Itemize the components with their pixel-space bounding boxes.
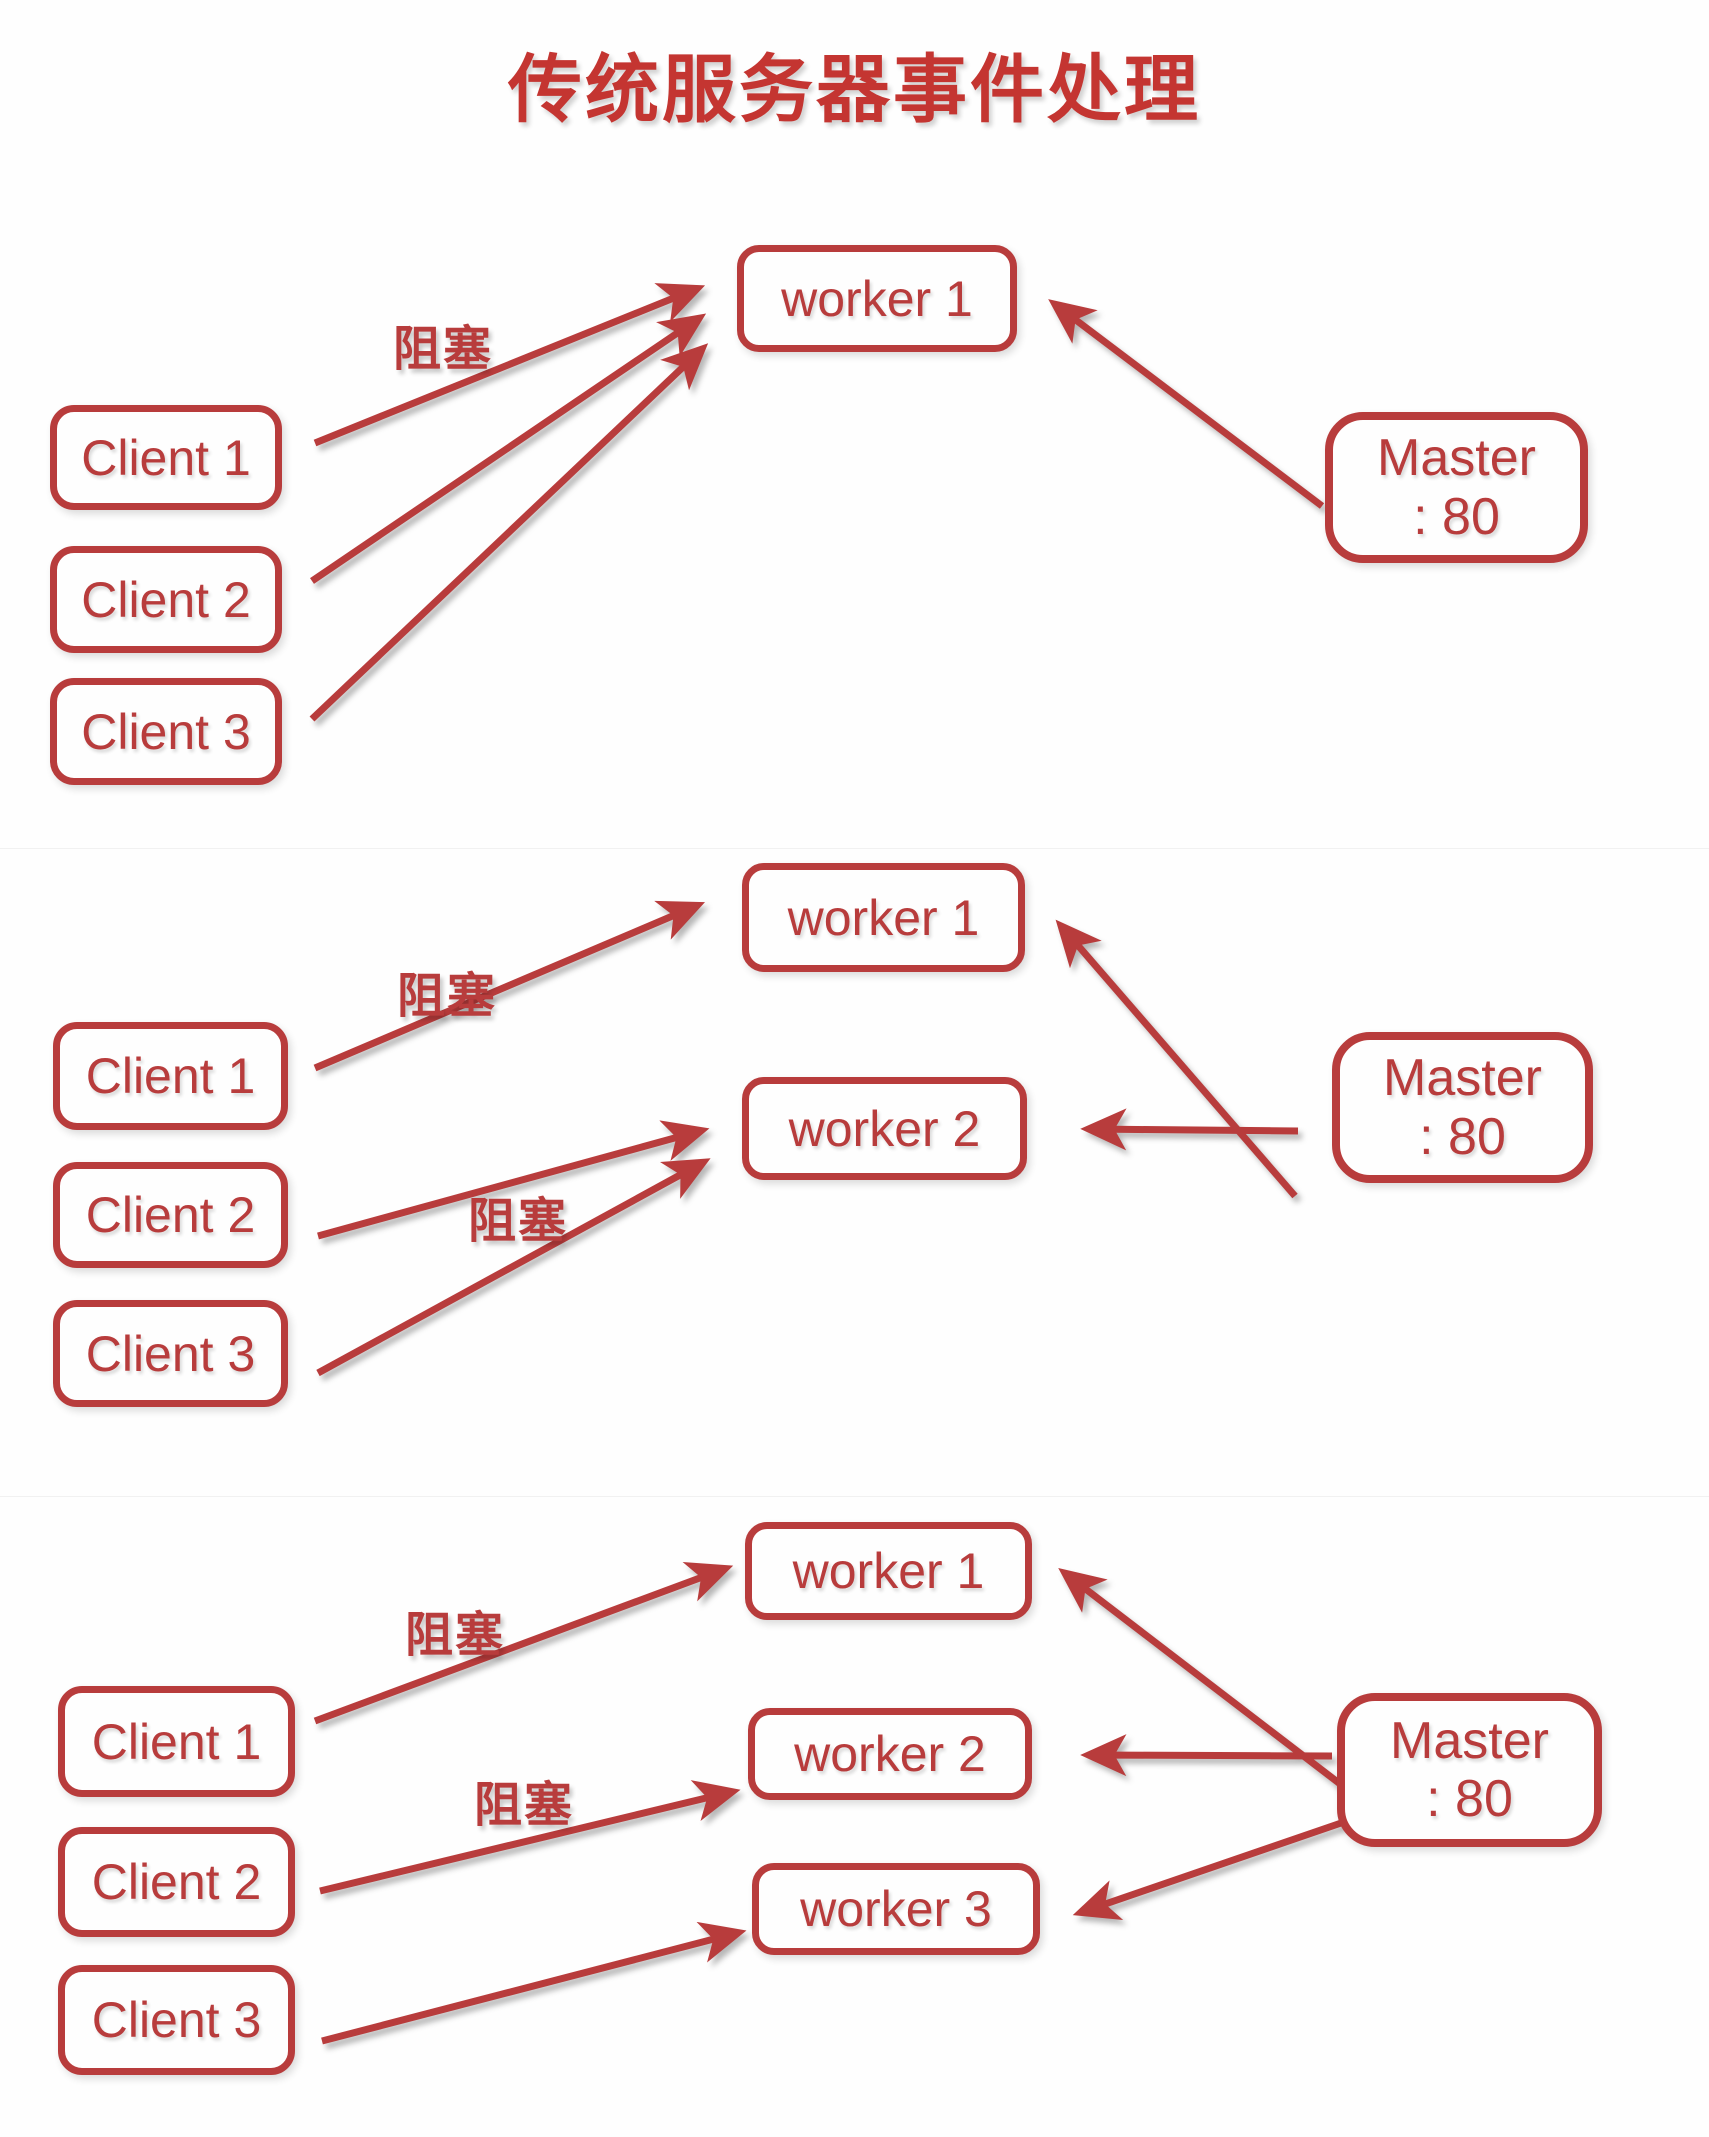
- arrow-s3-master-worker2: [1080, 1734, 1333, 1777]
- s1-client3-box: Client 3: [50, 678, 282, 785]
- s2-blocking-label-1: 阻塞: [396, 970, 497, 1023]
- s3-worker3-box: worker 3: [752, 1863, 1040, 1955]
- s3-master-line1: Master: [1390, 1711, 1549, 1770]
- arrow-s3-client1-worker1: [313, 1561, 734, 1725]
- s2-client1-box: Client 1: [53, 1022, 288, 1130]
- arrow-s2-client3-worker2: [316, 1158, 711, 1377]
- s3-client2-box: Client 2: [58, 1827, 295, 1937]
- s2-master-box: Master : 80: [1332, 1032, 1593, 1183]
- diagram-title: 传统服务器事件处理: [508, 48, 1201, 131]
- s2-master-line1: Master: [1383, 1049, 1542, 1108]
- arrow-s1-master-worker1: [1048, 299, 1325, 509]
- arrow-s3-client3-worker3: [321, 1921, 747, 2045]
- s2-worker2-box: worker 2: [742, 1077, 1027, 1180]
- s2-client3-box: Client 3: [53, 1300, 288, 1407]
- s3-client1-box: Client 1: [58, 1686, 295, 1797]
- s3-blocking-label-2: 阻塞: [473, 1779, 574, 1832]
- s1-master-line1: Master: [1377, 429, 1536, 488]
- arrow-s3-master-worker3: [1072, 1818, 1346, 1921]
- section-divider: [0, 848, 1709, 849]
- s3-master-line2: : 80: [1426, 1770, 1513, 1828]
- arrow-s1-client2-worker1: [310, 313, 707, 584]
- s1-client1-box: Client 1: [50, 405, 282, 510]
- s3-blocking-label-1: 阻塞: [404, 1609, 505, 1662]
- arrow-s2-client2-worker2: [317, 1120, 710, 1240]
- s1-master-box: Master : 80: [1325, 412, 1588, 563]
- s2-master-line2: : 80: [1419, 1107, 1506, 1166]
- s2-client2-box: Client 2: [53, 1162, 288, 1268]
- arrow-s2-master-worker1: [1055, 919, 1298, 1199]
- s1-worker1-box: worker 1: [737, 245, 1017, 352]
- s3-worker2-box: worker 2: [748, 1708, 1032, 1800]
- s2-worker1-box: worker 1: [742, 863, 1025, 972]
- arrow-s1-client1-worker1: [313, 283, 706, 447]
- arrow-s2-client1-worker1: [313, 900, 706, 1072]
- s2-blocking-label-2: 阻塞: [467, 1195, 568, 1248]
- arrow-s1-client3-worker1: [309, 343, 709, 722]
- arrow-s2-master-worker2: [1080, 1108, 1299, 1151]
- arrow-s3-client2-worker2: [319, 1780, 741, 1895]
- s1-client2-box: Client 2: [50, 546, 282, 653]
- s3-client3-box: Client 3: [58, 1965, 295, 2075]
- s3-master-box: Master : 80: [1337, 1693, 1602, 1847]
- s1-blocking-label: 阻塞: [392, 323, 493, 376]
- s1-master-line2: : 80: [1413, 487, 1500, 546]
- s3-worker1-box: worker 1: [745, 1522, 1032, 1620]
- section-divider: [0, 1496, 1709, 1497]
